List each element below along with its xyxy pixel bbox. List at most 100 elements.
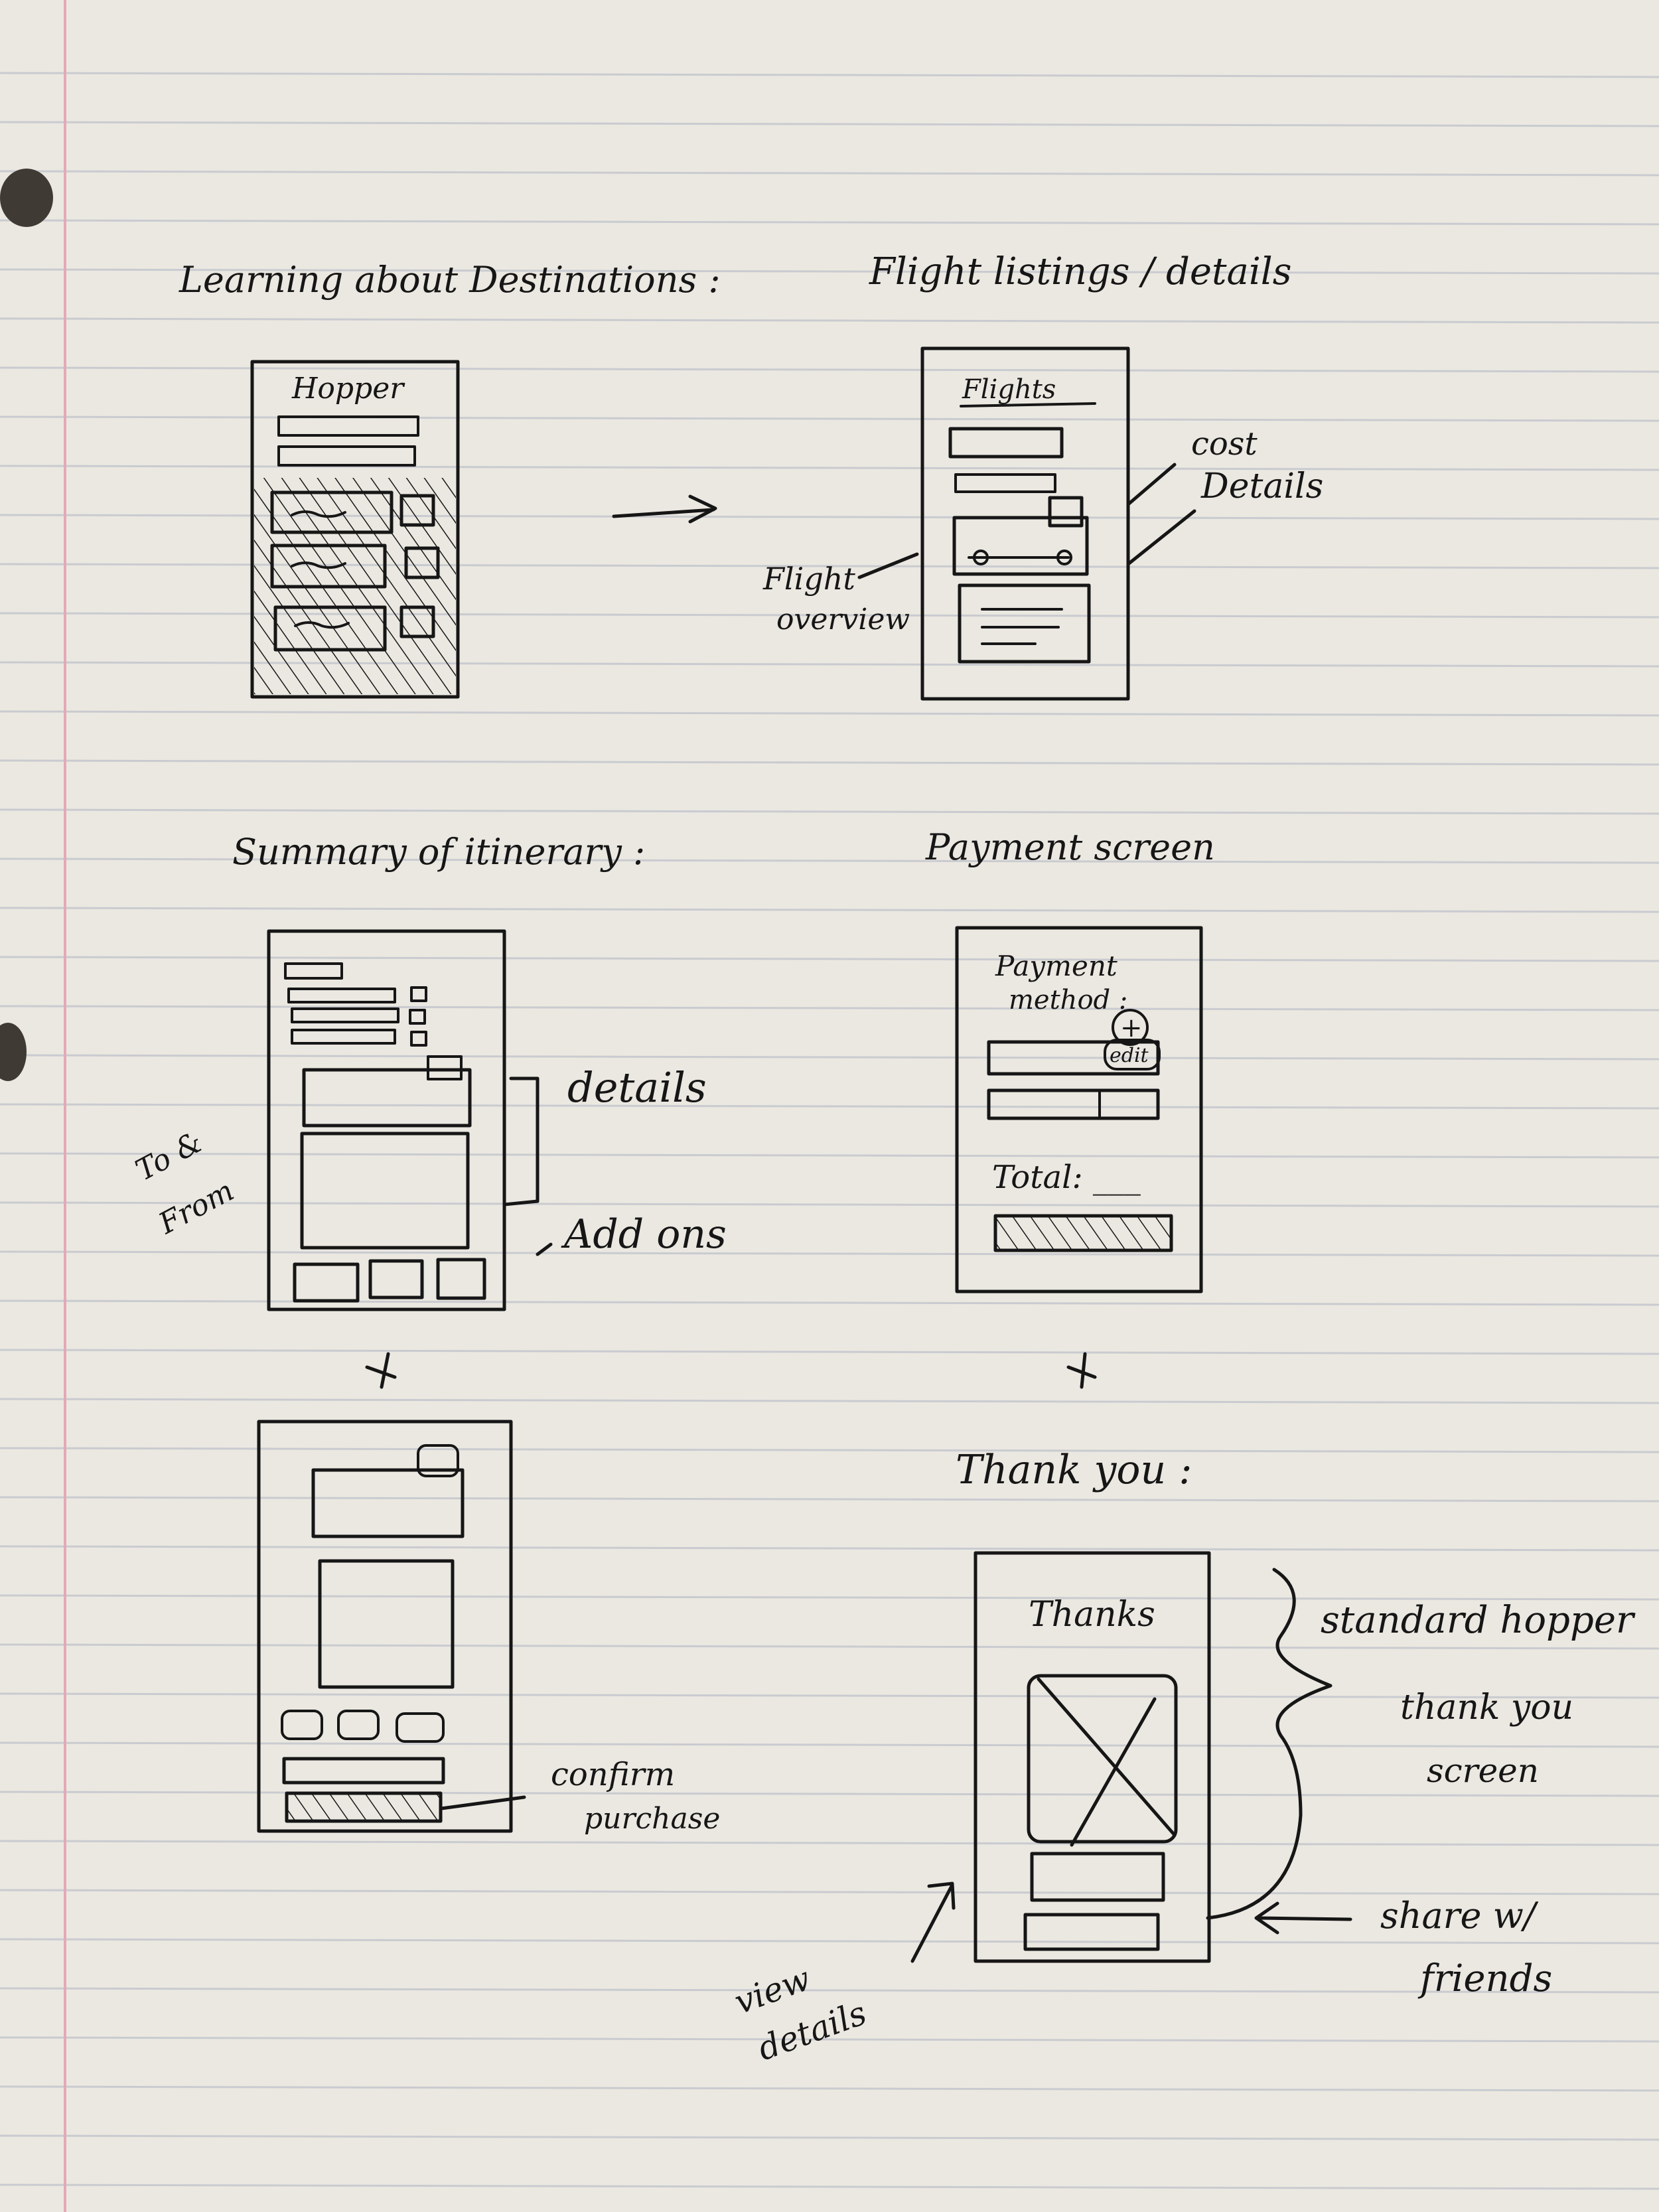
sketch-title-learning: Learning about Destinations : (179, 259, 721, 301)
total-bar (282, 1757, 445, 1785)
details-card (302, 1068, 472, 1128)
filter-bar (277, 445, 416, 467)
header-hopper: Hopper (291, 372, 405, 406)
phone-frame (250, 360, 460, 699)
edit-text: edit (1110, 1044, 1149, 1067)
total-label: Total: ___ (992, 1159, 1141, 1196)
addon-tile (368, 1259, 424, 1299)
ruled-line (0, 759, 1659, 766)
date-chips (948, 427, 1064, 459)
addons-tick (536, 1242, 553, 1256)
ruled-line (0, 710, 1659, 717)
pointer-arrow-view (910, 1881, 956, 1963)
ruled-line (0, 415, 1659, 422)
card-text-scribble (294, 621, 350, 629)
method-label: method : (1009, 985, 1127, 1015)
ruled-line (0, 808, 1659, 815)
note-flight: Flight (762, 561, 855, 597)
plus-symbol: + (1120, 1013, 1143, 1043)
note-share: share w/ (1380, 1895, 1539, 1937)
payment-label: Payment (995, 950, 1118, 982)
note-thank-you: thank you (1400, 1688, 1573, 1728)
card-thumbnail (404, 546, 440, 579)
sketch-title-summary: Summary of itinerary : (232, 831, 645, 873)
ruled-line (0, 956, 1659, 962)
addon-tile (337, 1710, 380, 1740)
ruled-line (0, 170, 1659, 177)
filter-row (954, 473, 1056, 493)
ruled-line (0, 1938, 1659, 1945)
phone-frame (955, 926, 1203, 1293)
row-bar (291, 1007, 399, 1023)
brace-standard (1206, 1568, 1333, 1920)
card-field-secondary[interactable] (987, 1088, 1160, 1120)
card-thumbnail (399, 494, 435, 527)
ruled-line (0, 1987, 1659, 1994)
row-icon (410, 986, 427, 1002)
note-details: details (567, 1063, 707, 1112)
ruled-line (0, 1054, 1659, 1061)
ruled-line (0, 1643, 1659, 1650)
note-add-ons: Add ons (561, 1211, 727, 1258)
row-icon (409, 1009, 426, 1025)
row-bar (291, 1029, 396, 1045)
ruled-line (0, 1889, 1659, 1895)
ruled-line (0, 1692, 1659, 1699)
row-icon (410, 1031, 427, 1047)
ruled-line (0, 2085, 1659, 2092)
pointer-line-details (1126, 509, 1196, 566)
ruled-line (0, 1447, 1659, 1453)
route-origin-dot (973, 550, 989, 565)
note-details: Details (1200, 467, 1323, 506)
flow-arrow-down (365, 1352, 397, 1389)
pointer-line-confirm (439, 1795, 526, 1810)
ruled-line (0, 1152, 1659, 1159)
addon-tile (281, 1710, 323, 1740)
ruled-line (0, 219, 1659, 226)
ruled-line (0, 1201, 1659, 1208)
confirm-button-fill (287, 1793, 441, 1821)
card-badge (417, 1444, 459, 1477)
note-cost: cost (1191, 425, 1258, 463)
ruled-line (0, 907, 1659, 913)
flow-arrow-right (612, 494, 717, 524)
ruled-line (0, 317, 1659, 324)
sketch-flight-listings: Flight listings / details Flights cost D… (762, 250, 1323, 701)
sketch-title-thanks: Thank you : (956, 1447, 1192, 1493)
ruled-line (0, 465, 1659, 471)
details-bracket (502, 1076, 540, 1207)
edit-button[interactable] (1104, 1039, 1161, 1070)
row-bar (284, 962, 343, 980)
flight-overview-card (958, 583, 1091, 664)
ruled-line (0, 1594, 1659, 1601)
ruled-line (0, 1103, 1659, 1110)
header-flights: Flights (962, 374, 1056, 405)
ruled-line (0, 366, 1659, 373)
image-placeholder (1027, 1674, 1178, 1844)
pay-button[interactable] (993, 1214, 1173, 1252)
route-destination-dot (1056, 550, 1072, 565)
pointer-line-overview (857, 552, 919, 579)
ruled-line (0, 2183, 1659, 2190)
ruled-line (0, 2036, 1659, 2043)
note-screen: screen (1427, 1751, 1539, 1790)
cost-badge (1048, 496, 1084, 528)
ruled-lines (0, 72, 1659, 2190)
ruled-line (0, 121, 1659, 127)
ruled-line (0, 1005, 1659, 1011)
ruled-line (0, 1349, 1659, 1355)
to-from-card (300, 1132, 470, 1250)
share-button[interactable] (1023, 1913, 1160, 1951)
ruled-line (0, 1741, 1659, 1748)
note-confirm: confirm (551, 1756, 675, 1793)
phone-frame (257, 1420, 513, 1833)
note-purchase: purchase (584, 1802, 720, 1836)
view-details-button[interactable] (1030, 1852, 1165, 1902)
ruled-line (0, 1496, 1659, 1503)
ruled-line (0, 268, 1659, 275)
header-thanks: Thanks (1029, 1595, 1155, 1635)
phone-frame (974, 1551, 1211, 1963)
ruled-line (0, 2134, 1659, 2141)
binder-hole-middle (0, 1023, 27, 1081)
add-payment-icon[interactable] (1112, 1009, 1149, 1046)
